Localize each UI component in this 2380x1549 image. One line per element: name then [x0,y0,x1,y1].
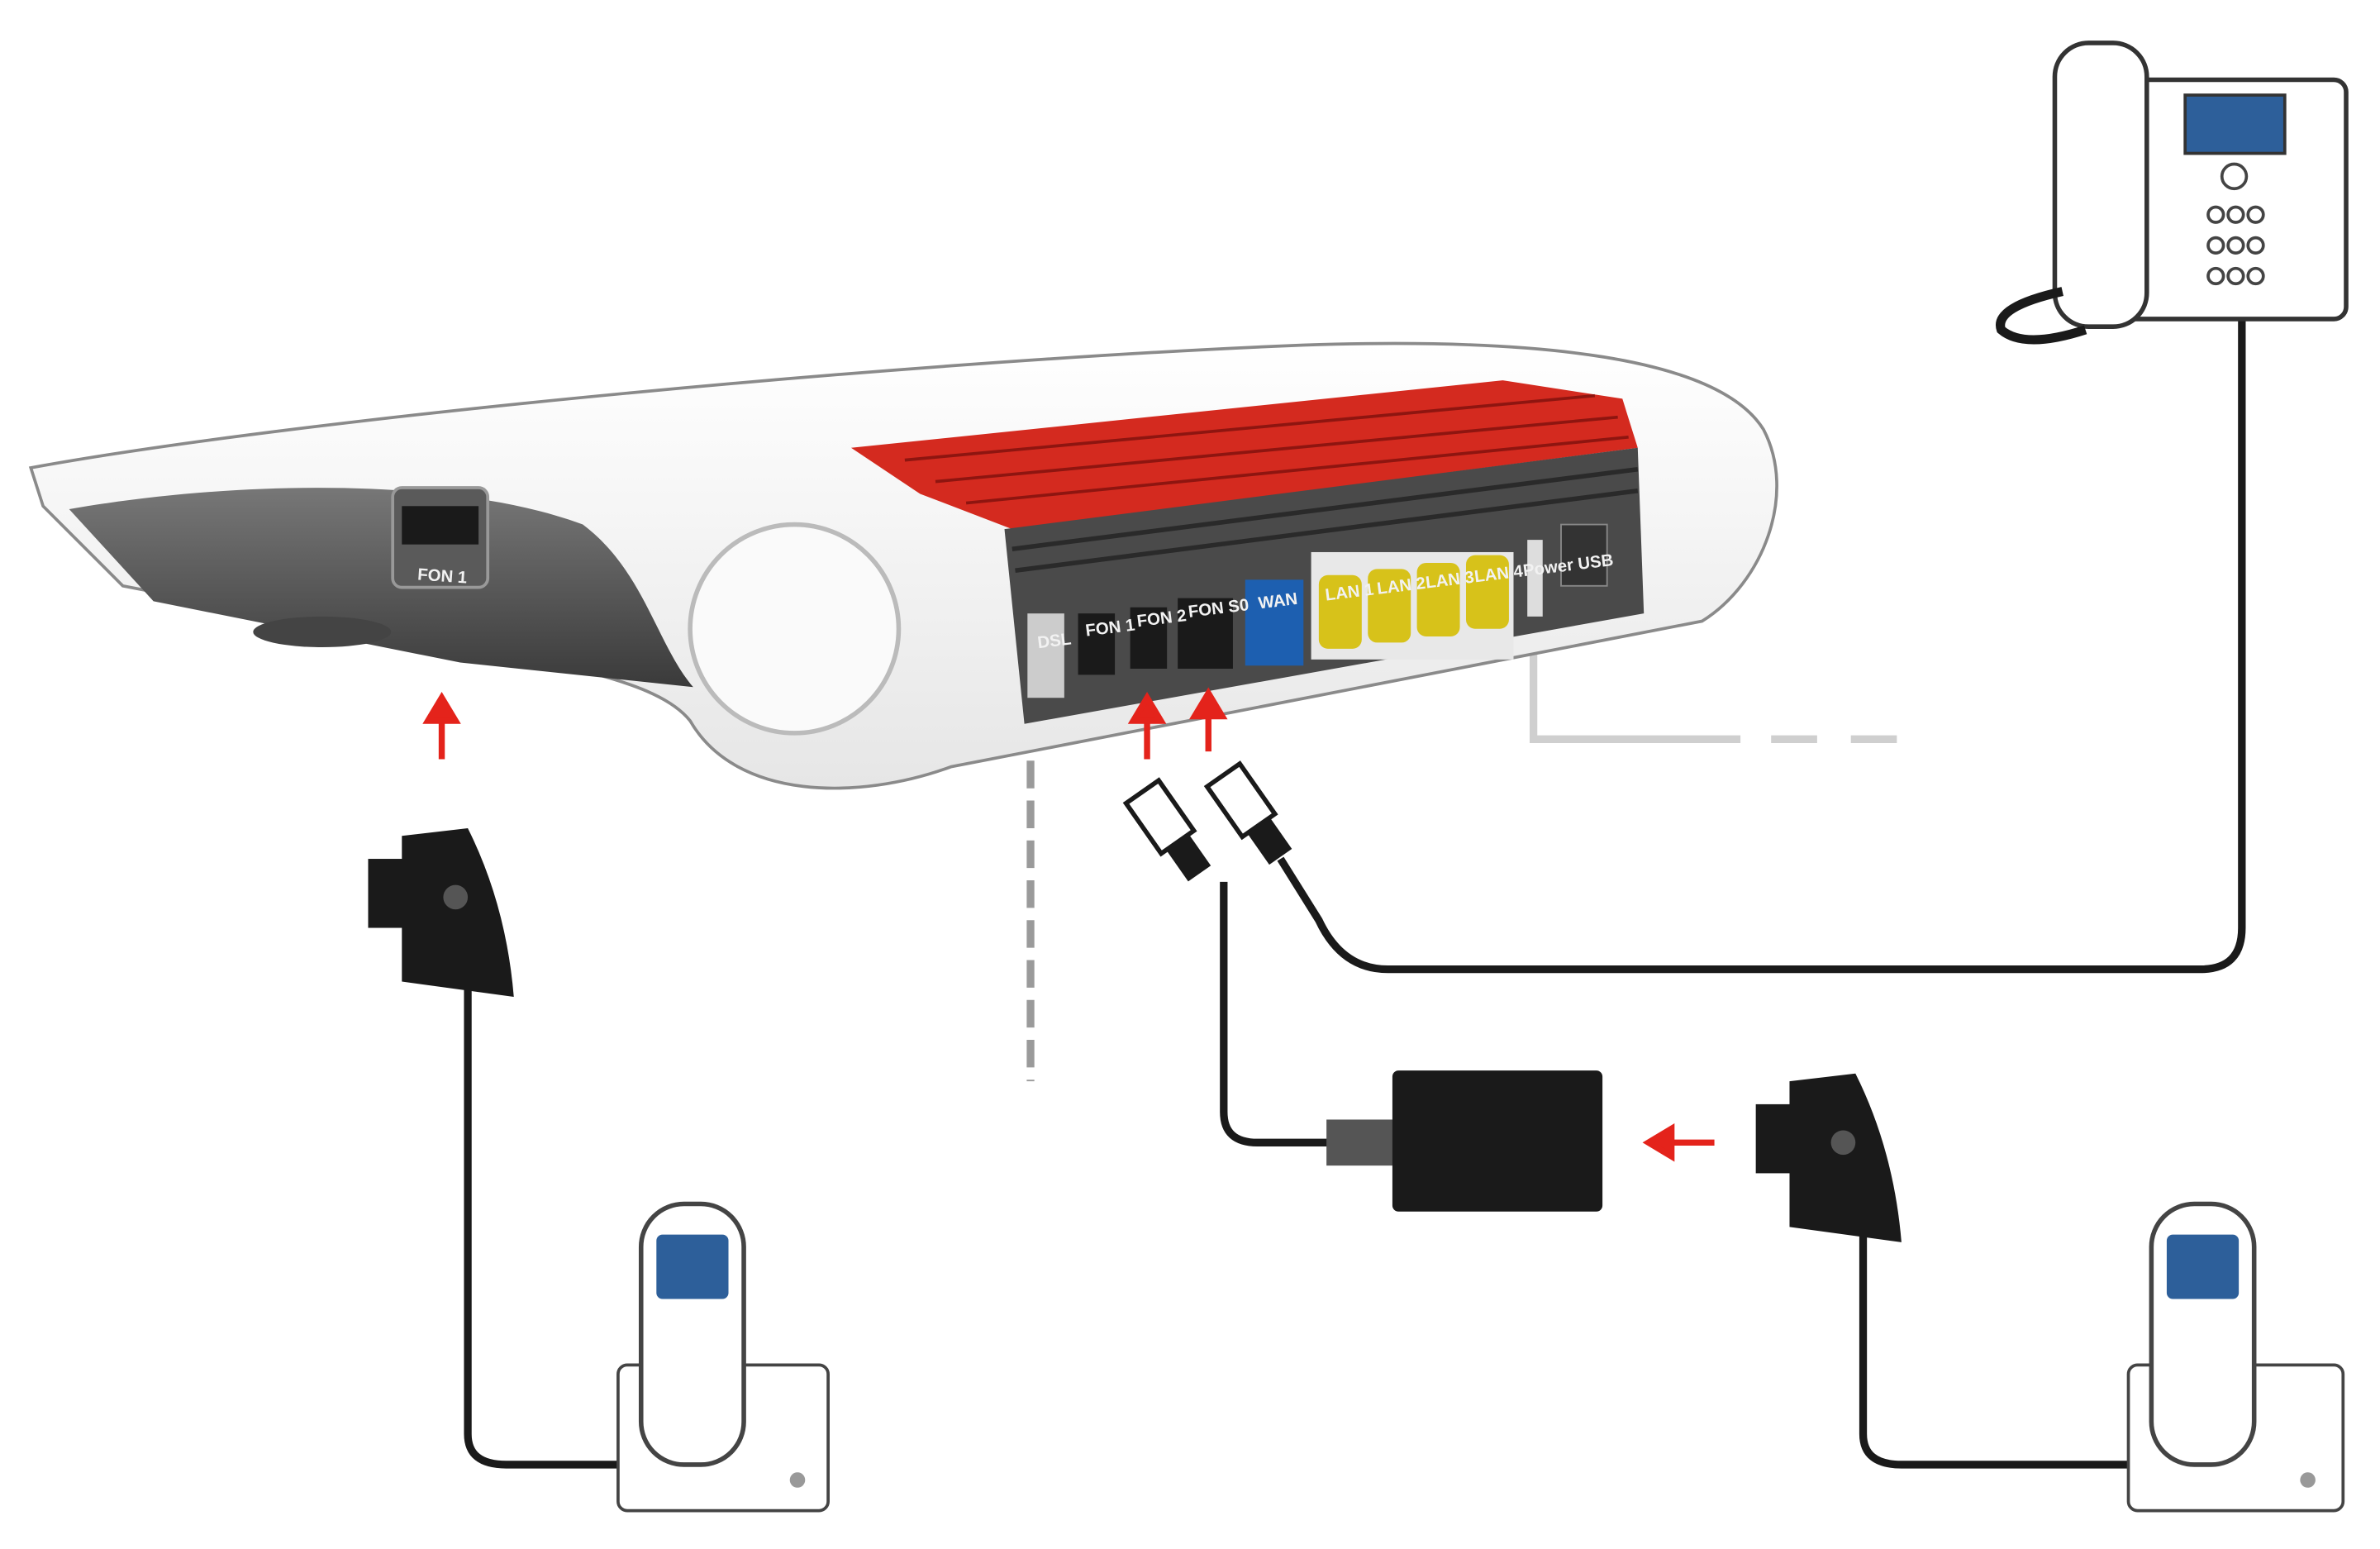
fons0-port [1178,598,1233,669]
tae-plug-right [1755,1073,1902,1242]
wan-port [1245,579,1304,666]
cordless-phone-left [616,1201,830,1513]
fon2-port [1130,607,1168,669]
splitter-cable [1220,881,1335,1146]
side-port-label: FON 1 [417,565,468,587]
rj-plug-fon-s0 [1203,760,1292,865]
arrow-up-fon-s0 [1189,687,1228,752]
fon1-port [1078,613,1116,675]
usb-port [1560,523,1608,587]
arrow-left-splitter [1642,1123,1715,1162]
right-phone-cable [1859,1234,2132,1469]
label-usb: USB [1577,551,1614,574]
grille-slots [904,393,1629,505]
red-grille [850,380,1638,530]
dsl-port [1027,613,1064,698]
handset-cord [1996,287,2087,345]
router-feet [253,616,392,647]
arrow-up-fon1 [1127,692,1167,760]
router-underside [69,488,693,688]
tae-plug-left [368,827,514,998]
label-dsl: DSL [1036,630,1072,652]
adapter-box [1326,1070,1603,1212]
desk-phone-screen [2183,93,2287,155]
cordless-phone-right [2126,1201,2345,1513]
lan1-port [1318,574,1362,649]
arrow-up-fon1-side [422,692,461,760]
desk-phone [1996,41,2349,345]
left-phone-cable [464,989,621,1469]
router-dial [688,522,902,736]
router: FON 1 DSL FON 1 FON 2 FON S0 WAN LAN 1 [28,341,1778,790]
rj-plug-fon1 [1122,777,1211,882]
lan4-port [1465,555,1509,629]
desk-phone-cable [1277,314,2246,974]
lan2-port [1368,569,1411,643]
lan3-port [1416,562,1460,637]
power-port [1527,540,1543,617]
side-port-fon1: FON 1 [391,486,490,589]
